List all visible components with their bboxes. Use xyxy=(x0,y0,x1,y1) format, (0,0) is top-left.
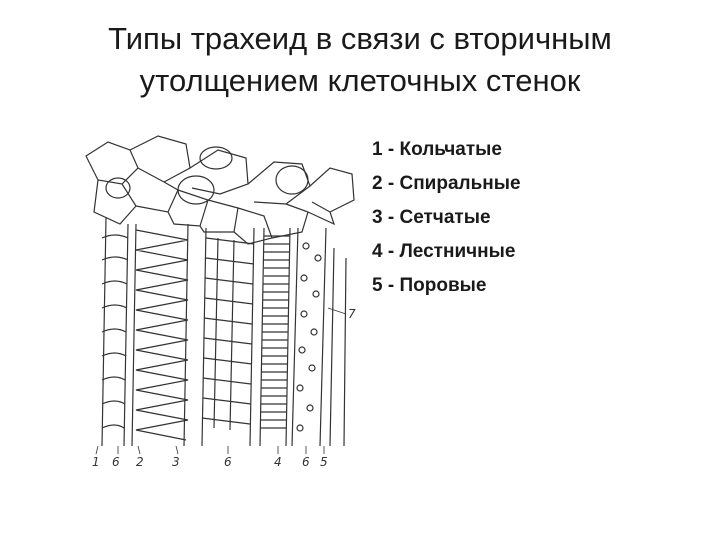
legend-item: 2 - Спиральные xyxy=(372,173,521,194)
parenchyma-cells xyxy=(85,135,355,245)
slide-title: Типы трахеид в связи с вторичным утолщен… xyxy=(0,18,720,102)
fiber xyxy=(329,247,347,447)
tracheid-pitted xyxy=(291,227,327,447)
spiral-thickening xyxy=(135,229,189,441)
tracheid-scalariform xyxy=(259,227,291,447)
tracheid-illustration: 1 6 2 3 6 4 6 5 7 xyxy=(78,128,360,468)
tracheid-spiral xyxy=(131,223,189,447)
legend-number: 5 xyxy=(372,275,383,296)
legend-number: 1 xyxy=(372,139,383,160)
tracheid-annular xyxy=(101,217,129,447)
figure-label: 6 xyxy=(112,455,120,468)
annular-rings xyxy=(101,234,129,429)
figure-label: 7 xyxy=(348,307,356,321)
legend-item: 5 - Поровые xyxy=(372,275,487,296)
reticulate-mesh xyxy=(201,237,255,431)
legend-text: Поровые xyxy=(399,275,487,296)
figure-label: 2 xyxy=(136,455,144,468)
legend-text: Спиральные xyxy=(399,173,521,194)
cell-nucleus xyxy=(177,175,215,205)
figure-label: 6 xyxy=(302,455,310,468)
figure-label: 1 xyxy=(92,455,100,468)
bordered-pits xyxy=(296,242,322,432)
figure-label: 6 xyxy=(224,455,232,468)
legend-item: 4 - Лестничные xyxy=(372,241,516,262)
legend-text: Сетчатые xyxy=(399,207,491,228)
figure-label: 5 xyxy=(320,455,328,468)
scalariform-bars xyxy=(260,235,290,429)
cell-nucleus xyxy=(275,165,309,195)
slide-title-line-1: Типы трахеид в связи с вторичным xyxy=(108,21,612,56)
cell-nucleus xyxy=(199,146,233,170)
tracheid-types-list: 1 - Кольчатые 2 - Спиральные 3 - Сетчаты… xyxy=(372,133,521,303)
legend-item: 3 - Сетчатые xyxy=(372,207,491,228)
legend-text: Лестничные xyxy=(399,241,516,262)
legend-number: 4 xyxy=(372,241,383,262)
legend-item: 1 - Кольчатые xyxy=(372,139,502,160)
legend-number: 3 xyxy=(372,207,383,228)
legend-number: 2 xyxy=(372,173,383,194)
cell-nucleus xyxy=(105,177,131,199)
legend-text: Кольчатые xyxy=(399,139,502,160)
slide-title-line-2: утолщением клеточных стенок xyxy=(139,63,581,98)
figure-label: 4 xyxy=(274,455,282,468)
leader-lines xyxy=(95,307,347,455)
figure-label: 3 xyxy=(172,455,180,468)
